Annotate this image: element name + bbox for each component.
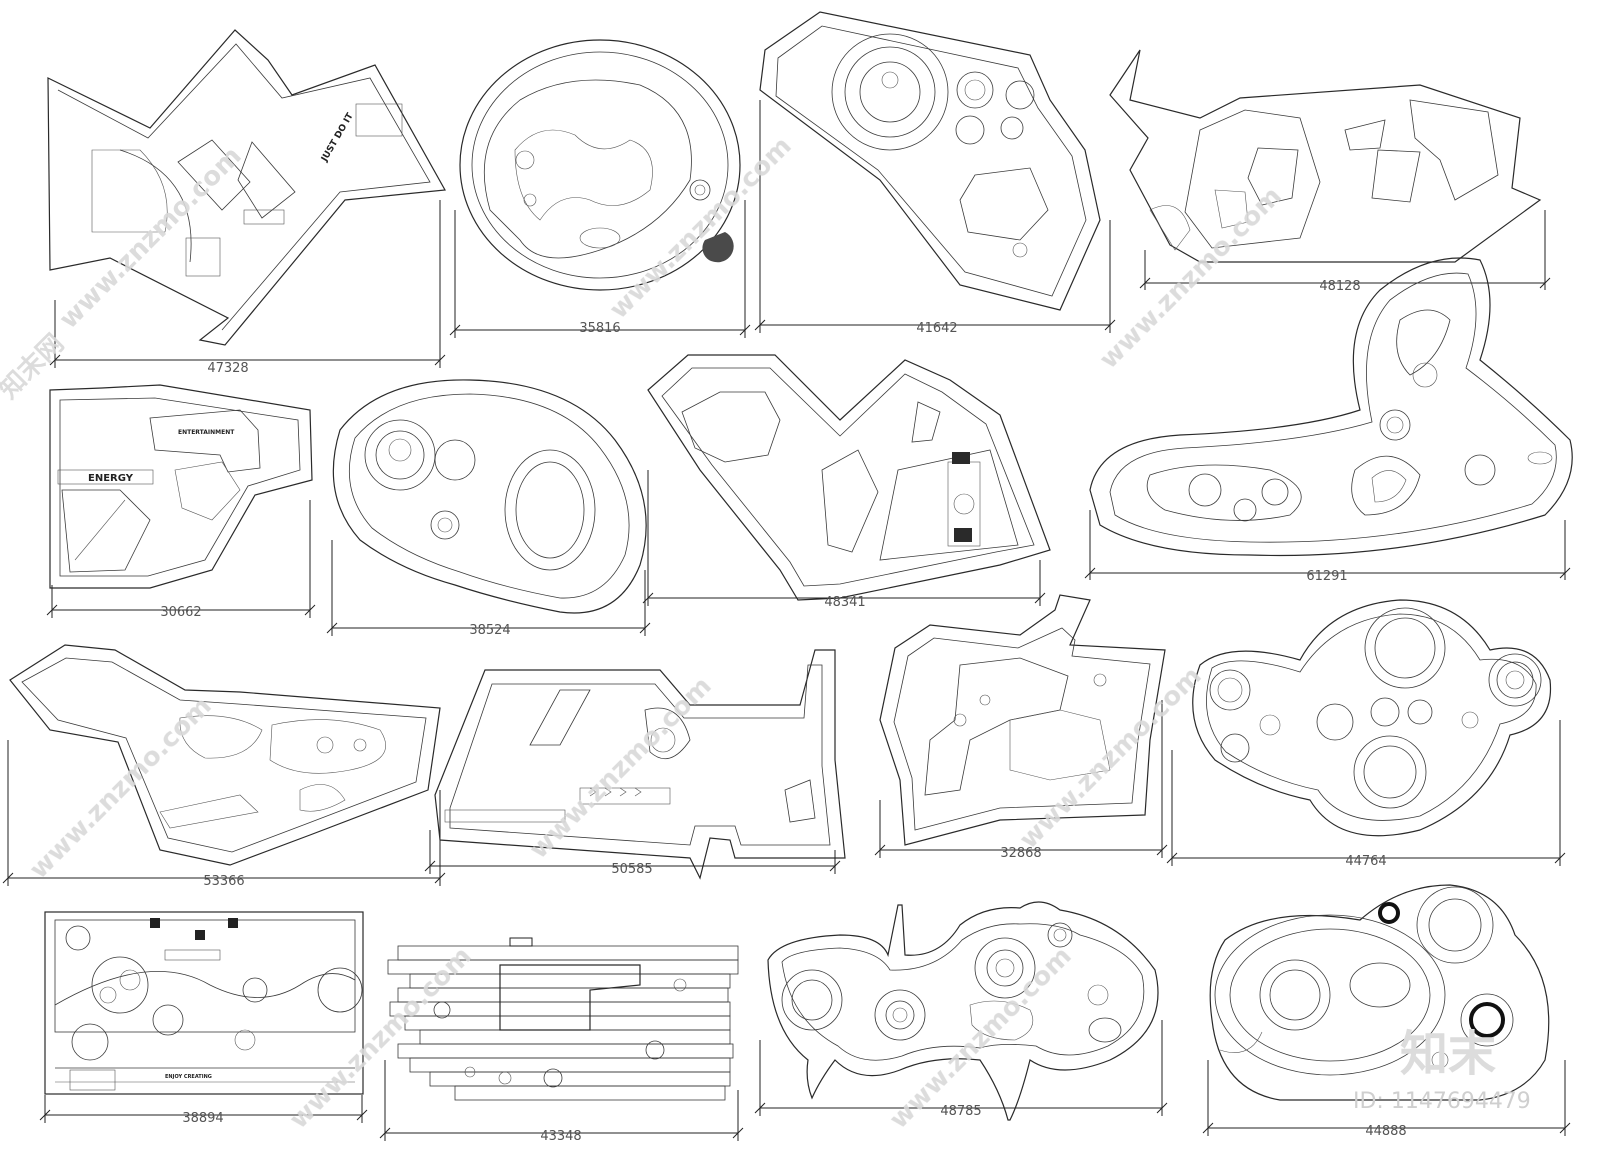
watermark-site-5: www.znzmo.com bbox=[524, 671, 718, 865]
plan-11: 32868 bbox=[874, 594, 1168, 861]
just-do-it-text: JUST DO IT bbox=[319, 111, 356, 165]
plan-5-dimension-label: 30662 bbox=[160, 605, 201, 620]
plan-9: 53366 bbox=[2, 644, 446, 889]
watermark-id: ID: 1147694479 bbox=[1353, 1089, 1531, 1114]
plan-10: 50585 bbox=[424, 649, 846, 880]
plan-13: ENJOY CREATING 38894 bbox=[39, 911, 368, 1126]
plan-6-dimension-label: 38524 bbox=[469, 623, 510, 638]
plan-1-dimension-label: 47328 bbox=[207, 361, 248, 376]
plan-14-dimension-label: 43348 bbox=[540, 1129, 581, 1144]
plan-4-dimension-label: 48128 bbox=[1319, 279, 1360, 294]
plan-6: 38524 bbox=[326, 379, 651, 638]
plan-5: ENERGY ENTERTAINMENT 30662 bbox=[46, 384, 316, 620]
plan-15: 48785 bbox=[754, 901, 1168, 1121]
plan-1: JUST DO IT 47328 bbox=[47, 29, 446, 376]
watermark-site-3: www.znzmo.com bbox=[1094, 181, 1288, 375]
plan-12-dimension-label: 44764 bbox=[1345, 854, 1386, 869]
watermark-brand-site-cn: 知末网 bbox=[0, 329, 70, 405]
watermark-site-8: www.znzmo.com bbox=[284, 941, 478, 1135]
plan-15-dimension-label: 48785 bbox=[940, 1104, 981, 1119]
energy-text: ENERGY bbox=[88, 473, 134, 484]
plan-3-dimension-label: 41642 bbox=[916, 321, 957, 336]
entertainment-text: ENTERTAINMENT bbox=[178, 429, 235, 436]
plan-8-dimension-label: 61291 bbox=[1306, 569, 1347, 584]
plan-7: 48341 bbox=[642, 354, 1051, 610]
plan-10-dimension-label: 50585 bbox=[611, 862, 652, 877]
plan-14: 43348 bbox=[379, 937, 744, 1144]
plan-7-dimension-label: 48341 bbox=[824, 595, 865, 610]
watermark-site-6: www.znzmo.com bbox=[1014, 661, 1208, 855]
plan-3: 41642 bbox=[754, 11, 1116, 336]
plan-16: 44888 bbox=[1202, 884, 1571, 1139]
watermark-site-2: www.znzmo.com bbox=[604, 131, 798, 325]
watermark-brand-cn: 知末 bbox=[1400, 1026, 1496, 1082]
plan-12: 44764 bbox=[1166, 599, 1566, 869]
plan-8: 61291 bbox=[1084, 257, 1573, 584]
plan-13-dimension-label: 38894 bbox=[182, 1111, 223, 1126]
plan-11-dimension-label: 32868 bbox=[1000, 846, 1041, 861]
enjoy-creating-text: ENJOY CREATING bbox=[165, 1074, 212, 1080]
plan-2-dimension-label: 35816 bbox=[579, 321, 620, 336]
watermarks: www.znzmo.com www.znzmo.com www.znzmo.co… bbox=[0, 131, 1288, 1135]
plan-16-dimension-label: 44888 bbox=[1365, 1124, 1406, 1139]
plan-9-dimension-label: 53366 bbox=[203, 874, 244, 889]
plan-2: 35816 bbox=[449, 39, 751, 338]
plan-4: 48128 bbox=[1109, 49, 1551, 294]
